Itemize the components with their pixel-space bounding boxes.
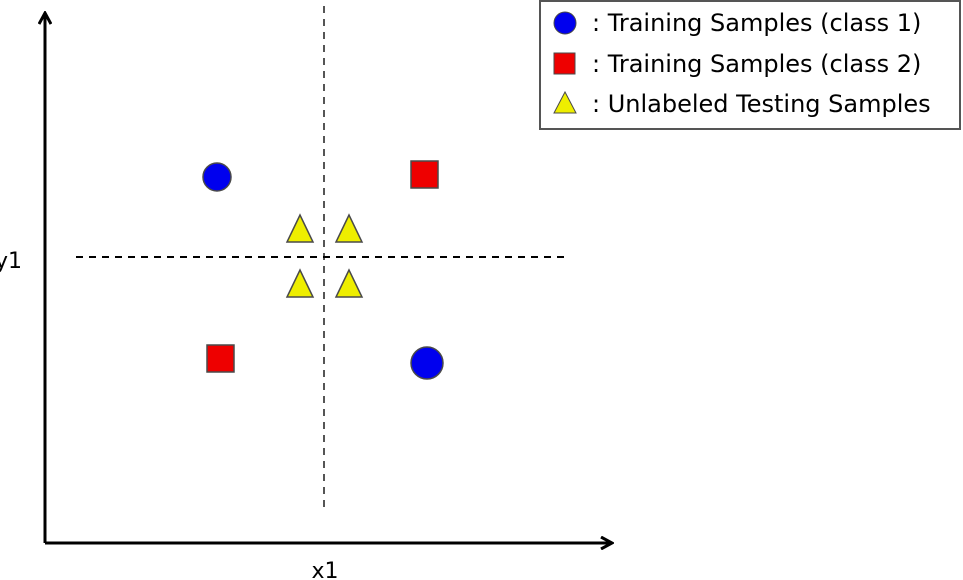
- legend-item-class2: : Training Samples (class 2): [553, 50, 921, 78]
- legend: : Training Samples (class 1) : Training …: [539, 0, 961, 130]
- legend-label-class1: : Training Samples (class 1): [592, 9, 921, 37]
- unlabeled-sample-triangle: [285, 213, 315, 243]
- y-axis-label: y1: [0, 249, 22, 274]
- class1-sample-circle: [202, 162, 232, 192]
- legend-item-class1: : Training Samples (class 1): [553, 9, 921, 37]
- legend-label-class2: : Training Samples (class 2): [592, 50, 921, 78]
- legend-circle-marker: [553, 11, 577, 35]
- unlabeled-sample-triangle: [334, 268, 364, 298]
- unlabeled-sample-triangle: [285, 268, 315, 298]
- legend-box: [539, 0, 961, 130]
- class2-sample-square: [410, 160, 439, 189]
- legend-label-unlabeled: : Unlabeled Testing Samples: [592, 90, 931, 118]
- legend-item-unlabeled: : Unlabeled Testing Samples: [553, 90, 931, 118]
- legend-square-marker: [553, 52, 576, 75]
- class1-sample-circle: [410, 346, 444, 380]
- unlabeled-sample-triangle: [334, 213, 364, 243]
- legend-triangle-marker: [553, 90, 577, 114]
- x-axis-label: x1: [311, 559, 338, 580]
- class2-sample-square: [206, 344, 235, 373]
